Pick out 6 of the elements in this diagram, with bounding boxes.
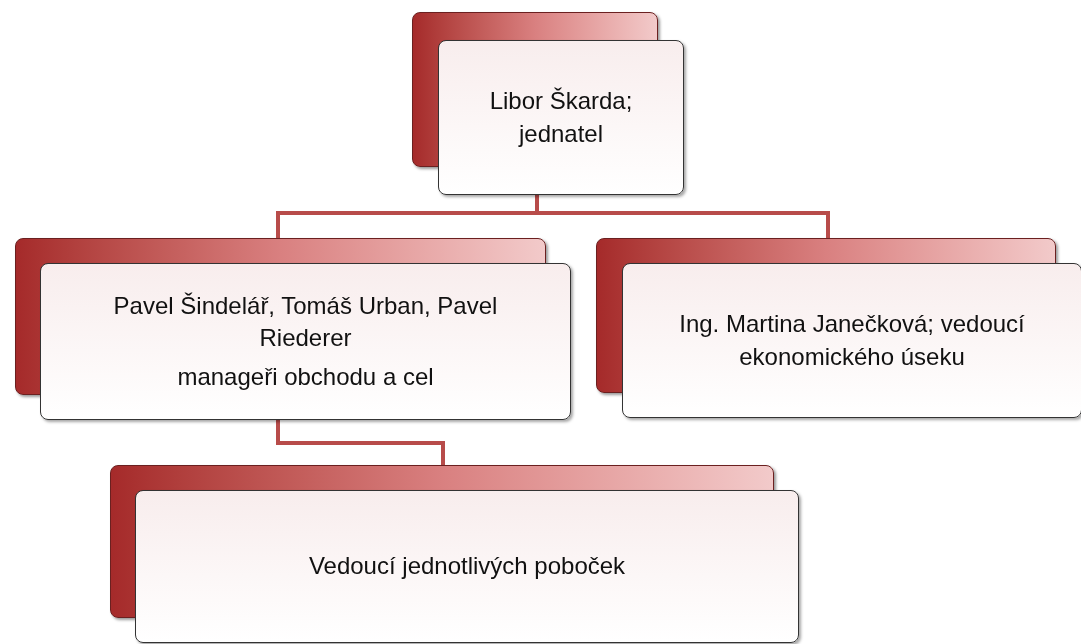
name-text: Vedoucí jednotlivých poboček xyxy=(308,551,626,582)
connector-line xyxy=(535,195,830,238)
name-text: manageři obchodu a cel xyxy=(177,361,434,392)
connector-line xyxy=(276,420,445,465)
name-text: Ing. Martina Janečková; vedoucí ekonomického úseku xyxy=(678,309,1026,372)
name-text: Libor Škarda; jednatel xyxy=(488,86,634,149)
